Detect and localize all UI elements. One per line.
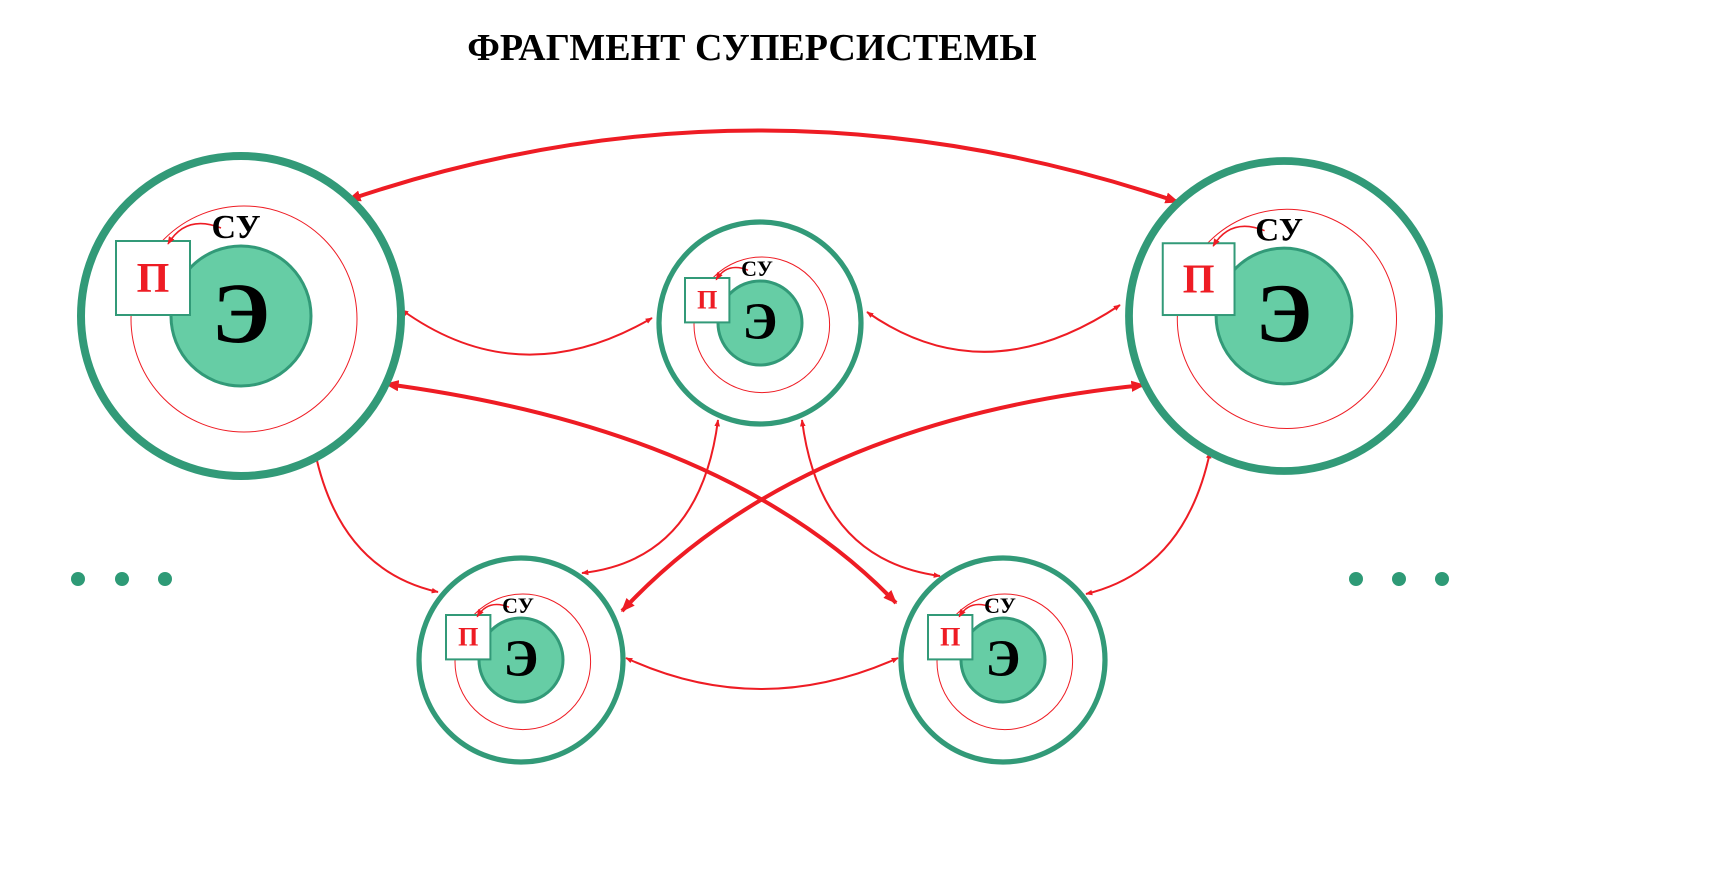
connection-top-left-bottom-left xyxy=(313,451,439,594)
ellipsis-dots-icon xyxy=(115,572,129,586)
connection-bottom-left-bottom-right xyxy=(625,657,899,690)
feedback-arrow-icon xyxy=(958,603,992,618)
program-box xyxy=(445,614,492,661)
program-box xyxy=(927,614,974,661)
program-label: П xyxy=(1183,257,1215,302)
control-ring xyxy=(936,593,1074,731)
ellipsis-dots-icon xyxy=(1392,572,1406,586)
system-top-center: ЭП СУ xyxy=(656,219,864,427)
program-label: П xyxy=(940,623,960,652)
control-system-label: СУ xyxy=(211,209,260,246)
program-box xyxy=(115,240,191,316)
element-label: Э xyxy=(986,631,1021,688)
connection-top-right-bottom-right xyxy=(1085,451,1212,596)
element-label: Э xyxy=(743,294,778,351)
feedback-arrow-icon xyxy=(476,603,510,618)
program-label: П xyxy=(458,623,478,652)
ellipsis-dots-icon xyxy=(1349,572,1363,586)
control-system-label: СУ xyxy=(1255,212,1303,248)
connection-top-left-top-center xyxy=(401,309,653,356)
program-box xyxy=(1161,242,1236,317)
program-label: П xyxy=(697,286,717,315)
element-label: Э xyxy=(1256,268,1313,360)
feedback-arrow-icon xyxy=(715,266,749,281)
element-label: Э xyxy=(212,265,270,361)
system-top-left: ЭП СУ xyxy=(77,152,405,480)
control-ring xyxy=(693,256,831,394)
connection-top-right-bottom-left xyxy=(620,380,1146,613)
control-system-label: СУ xyxy=(741,256,773,281)
system-bottom-right: ЭП СУ xyxy=(898,555,1108,765)
connection-top-center-bottom-right xyxy=(800,419,941,578)
ellipsis-dots-icon xyxy=(1435,572,1449,586)
element-label: Э xyxy=(504,631,539,688)
diagram-title: ФРАГМЕНТ СУПЕРСИСТЕМЫ xyxy=(467,27,1036,69)
ellipsis-right xyxy=(1349,572,1449,586)
connection-top-left-top-right xyxy=(346,128,1180,204)
control-system-label: СУ xyxy=(502,593,534,618)
ellipsis-dots-icon xyxy=(158,572,172,586)
feedback-arrow-icon xyxy=(167,222,222,245)
control-ring xyxy=(1176,208,1398,430)
connection-top-left-bottom-right xyxy=(384,380,898,605)
feedback-arrow-icon xyxy=(1212,225,1265,247)
system-bottom-left: ЭП СУ xyxy=(416,555,626,765)
ellipsis-dots-icon xyxy=(71,572,85,586)
program-label: П xyxy=(137,256,170,302)
connection-top-center-bottom-left xyxy=(581,419,720,576)
ellipsis-left xyxy=(71,572,172,586)
system-top-right: ЭП СУ xyxy=(1125,157,1443,475)
control-ring xyxy=(454,593,592,731)
control-system-label: СУ xyxy=(984,593,1016,618)
connection-top-center-top-right xyxy=(866,304,1121,353)
program-box xyxy=(684,277,731,324)
connections-layer xyxy=(313,128,1212,690)
control-ring xyxy=(130,205,358,433)
